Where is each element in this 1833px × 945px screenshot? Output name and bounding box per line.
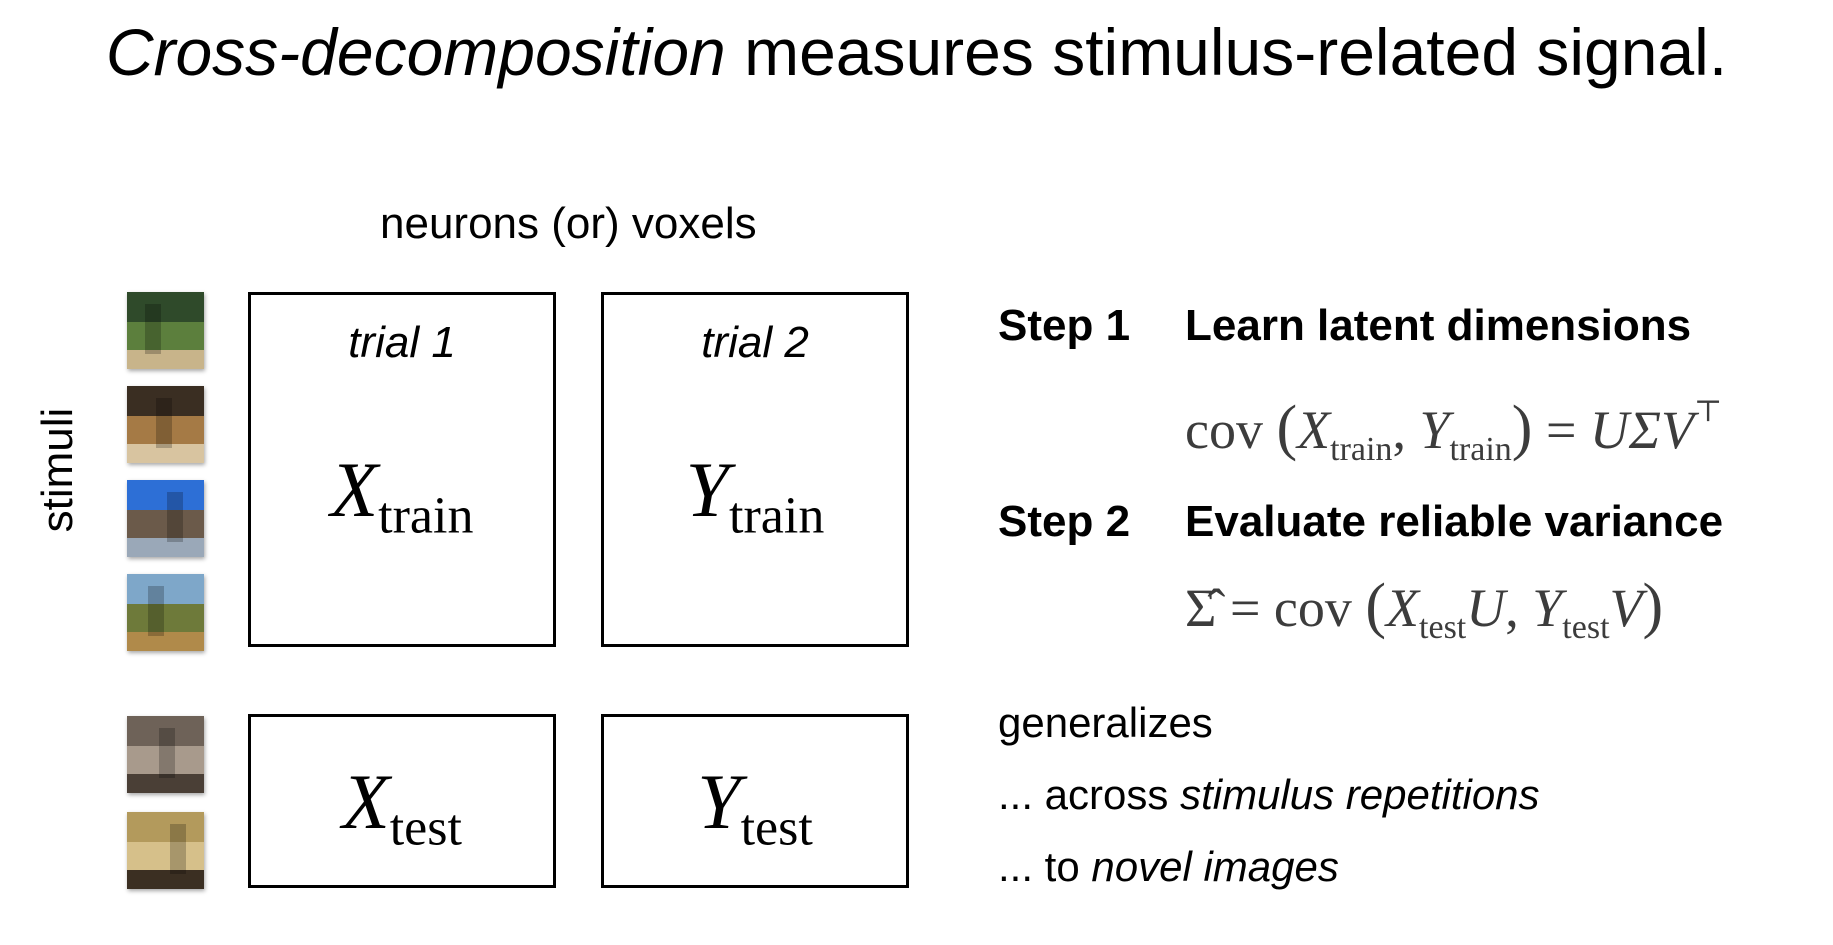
room-interior-thumbnail xyxy=(127,812,204,889)
baseball-field-thumbnail xyxy=(127,292,204,369)
y-train-symbol: Ytrain xyxy=(685,446,825,545)
step-1-label: Learn latent dimensions xyxy=(1185,301,1692,350)
train-tracks-thumbnail xyxy=(127,716,204,793)
step-2-label: Evaluate reliable variance xyxy=(1185,497,1724,546)
x-train-matrix: trial 1 Xtrain xyxy=(248,292,556,647)
x-test-matrix: Xtest xyxy=(248,714,556,888)
generalizes-novel-images: ... to novel images xyxy=(998,843,1339,890)
step-2-formula: Σ̂ = cov (XtestU, YtestV) xyxy=(1185,572,1664,646)
trial-1-label: trial 1 xyxy=(348,318,456,367)
x-train-symbol: Xtrain xyxy=(330,446,474,545)
y-test-symbol: Ytest xyxy=(697,758,813,857)
giraffes-thumbnail xyxy=(127,574,204,651)
generalizes-heading: generalizes xyxy=(998,699,1213,746)
step-2-key: Step 2 xyxy=(998,497,1131,546)
columns-label: neurons (or) voxels xyxy=(380,199,757,248)
slide-title: Cross-decomposition measures stimulus-re… xyxy=(0,12,1833,92)
step-1-formula: cov (Xtrain, Ytrain) = UΣV⊤ xyxy=(1185,394,1723,468)
y-test-matrix: Ytest xyxy=(601,714,909,888)
baseball-players-thumbnail xyxy=(127,386,204,463)
tower-thumbnail xyxy=(127,480,204,557)
generalizes-repetitions: ... across stimulus repetitions xyxy=(998,771,1540,818)
x-test-symbol: Xtest xyxy=(342,758,462,857)
title-emphasis: Cross-decomposition xyxy=(105,15,726,89)
trial-2-label: trial 2 xyxy=(701,318,809,367)
y-train-matrix: trial 2 Ytrain xyxy=(601,292,909,647)
rows-label: stimuli xyxy=(33,407,82,533)
step-1-key: Step 1 xyxy=(998,301,1131,350)
title-rest: measures stimulus-related signal. xyxy=(725,15,1728,89)
